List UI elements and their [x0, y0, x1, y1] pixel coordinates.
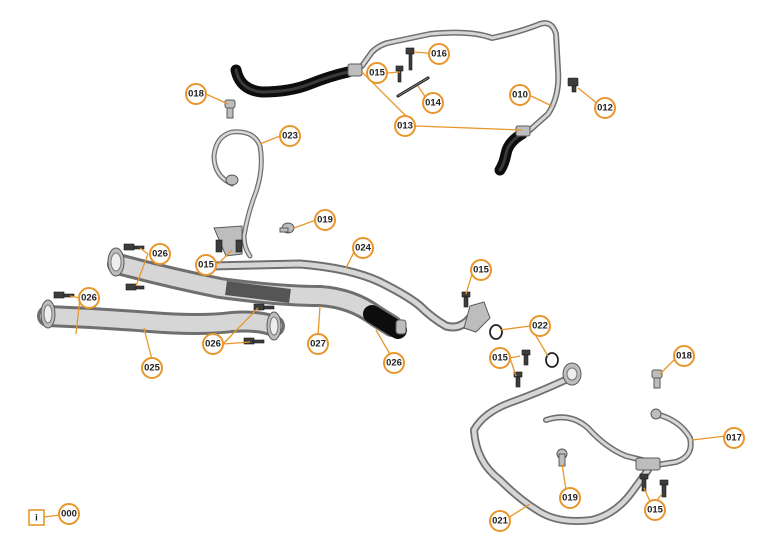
- part-017-line[interactable]: [635, 408, 694, 471]
- callout-018-left[interactable]: 018: [185, 83, 207, 105]
- svg-text:017: 017: [726, 433, 742, 444]
- part-015-bracket-left[interactable]: [213, 225, 243, 257]
- callout-026-left[interactable]: 026: [78, 287, 100, 309]
- callout-019-lower[interactable]: 019: [559, 487, 581, 509]
- svg-text:026: 026: [152, 249, 168, 260]
- callout-025[interactable]: 025: [141, 357, 163, 379]
- part-022-o-rings[interactable]: [489, 324, 559, 368]
- callout-018-right[interactable]: 018: [673, 345, 695, 367]
- svg-text:022: 022: [532, 321, 548, 332]
- svg-text:016: 016: [431, 49, 447, 60]
- part-024-pipe[interactable]: [205, 259, 491, 333]
- callout-026-center[interactable]: 026: [202, 333, 224, 355]
- callout-000[interactable]: 000: [58, 503, 80, 525]
- svg-text:024: 024: [355, 243, 372, 254]
- callout-027[interactable]: 027: [307, 333, 329, 355]
- callout-014[interactable]: 014: [422, 92, 444, 114]
- callout-019-upper[interactable]: 019: [314, 209, 336, 231]
- part-015-bolt-right[interactable]: [461, 291, 471, 308]
- svg-text:015: 015: [473, 265, 490, 276]
- svg-text:010: 010: [512, 90, 528, 101]
- svg-text:019: 019: [317, 215, 333, 226]
- svg-text:000: 000: [61, 509, 77, 520]
- part-012-fastener[interactable]: [567, 77, 579, 93]
- svg-text:014: 014: [425, 98, 442, 109]
- svg-text:012: 012: [597, 103, 613, 114]
- info-icon[interactable]: i: [28, 509, 45, 526]
- svg-text:015: 015: [647, 505, 664, 516]
- part-018-fitting-right[interactable]: [651, 369, 663, 389]
- part-019-fitting-lower[interactable]: [556, 448, 568, 467]
- callout-023[interactable]: 023: [279, 125, 301, 147]
- part-027-pipe[interactable]: [107, 247, 407, 339]
- svg-text:013: 013: [397, 121, 413, 132]
- svg-text:018: 018: [188, 89, 204, 100]
- hose-clamp: [347, 63, 363, 77]
- part-013-lower-hose[interactable]: [494, 125, 531, 176]
- part-010-pipe[interactable]: [359, 20, 562, 133]
- callout-015-left[interactable]: 015: [195, 254, 217, 276]
- svg-text:027: 027: [310, 339, 326, 350]
- part-025-pipe[interactable]: [37, 299, 285, 341]
- callout-022[interactable]: 022: [529, 315, 551, 337]
- part-014-clip[interactable]: [396, 76, 430, 98]
- callout-026-upper[interactable]: 026: [149, 243, 171, 265]
- svg-text:i: i: [35, 513, 38, 524]
- part-026-bolts-upper[interactable]: [123, 243, 145, 291]
- callout-015-lower[interactable]: 015: [644, 499, 666, 521]
- part-015-bolt-top[interactable]: [395, 65, 404, 83]
- callout-012[interactable]: 012: [594, 97, 616, 119]
- part-026-bolts-lower[interactable]: [53, 291, 275, 345]
- part-018-fitting-left[interactable]: [224, 99, 236, 119]
- callout-015-right[interactable]: 015: [470, 259, 492, 281]
- svg-text:026: 026: [205, 339, 221, 350]
- callout-013[interactable]: 013: [394, 115, 416, 137]
- part-019-bolt-upper[interactable]: [279, 222, 295, 234]
- svg-text:026: 026: [81, 293, 97, 304]
- callout-017[interactable]: 017: [723, 427, 745, 449]
- flange: [463, 301, 491, 333]
- part-023-line[interactable]: [211, 129, 264, 259]
- svg-text:025: 025: [144, 363, 161, 374]
- svg-text:015: 015: [492, 353, 509, 364]
- callout-010[interactable]: 010: [509, 84, 531, 106]
- part-013-upper-hose[interactable]: [230, 63, 363, 98]
- svg-text:015: 015: [198, 260, 215, 271]
- callout-015-mid[interactable]: 015: [489, 347, 511, 369]
- svg-text:023: 023: [282, 131, 298, 142]
- svg-text:026: 026: [386, 358, 402, 369]
- hose-clamp: [515, 125, 531, 137]
- part-015-bolts-mid[interactable]: [513, 349, 531, 388]
- callout-026-right[interactable]: 026: [383, 352, 405, 374]
- callout-021[interactable]: 021: [489, 510, 511, 532]
- svg-text:021: 021: [492, 516, 509, 527]
- part-016-bolt[interactable]: [405, 47, 415, 71]
- callout-016[interactable]: 016: [428, 43, 450, 65]
- svg-text:018: 018: [676, 351, 692, 362]
- callout-024[interactable]: 024: [352, 237, 374, 259]
- part-021-pipe[interactable]: [470, 362, 653, 525]
- callout-015-top[interactable]: 015: [366, 62, 388, 84]
- part-015-bolts-lower[interactable]: [639, 473, 669, 498]
- svg-text:019: 019: [562, 493, 578, 504]
- svg-text:015: 015: [369, 68, 386, 79]
